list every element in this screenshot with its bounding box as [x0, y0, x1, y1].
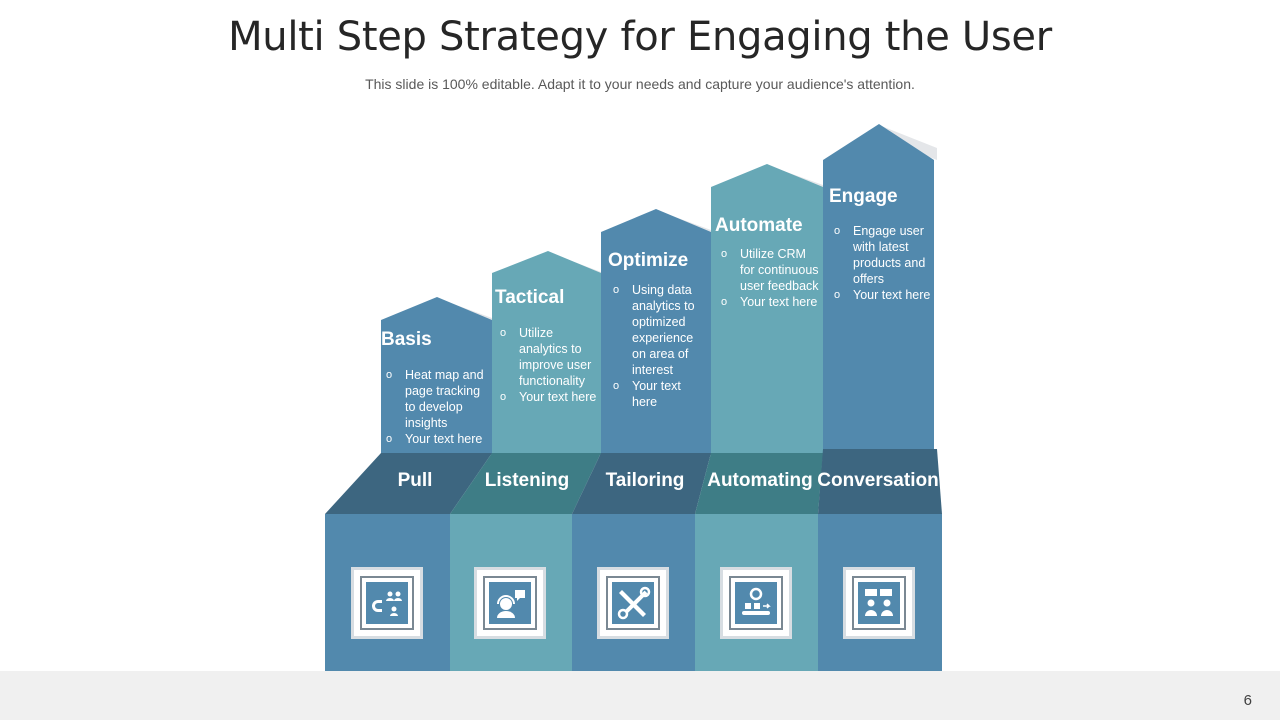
step-column-automate: [711, 164, 823, 455]
page-number: 6: [1243, 692, 1252, 709]
step-column-tactical: [492, 251, 601, 455]
step-column-engage: [823, 124, 934, 455]
icon-frame-listening: [474, 567, 546, 639]
step-title-basis: Basis: [381, 329, 432, 350]
step-title-tactical: Tactical: [495, 287, 565, 308]
pencil-wrench-icon: [612, 582, 654, 624]
step-column-basis: [381, 297, 492, 455]
band-conversation: [818, 449, 942, 514]
band-listening: [450, 453, 601, 514]
icon-frame-automating: [720, 567, 792, 639]
step-title-automate: Automate: [715, 215, 803, 236]
step-title-optimize: Optimize: [608, 250, 689, 271]
magnet-users-icon: [366, 582, 408, 624]
band-label-pull: Pull: [397, 470, 433, 491]
step-title-engage: Engage: [829, 186, 898, 207]
band-label-automating: Automating: [707, 470, 813, 491]
band-tailoring: [572, 453, 711, 514]
icon-frame-pull: [351, 567, 423, 639]
slide-subtitle: This slide is 100% editable. Adapt it to…: [365, 76, 915, 92]
headset-support-icon: [489, 582, 531, 624]
band-label-conversation: Conversation: [817, 470, 939, 491]
band-label-listening: Listening: [484, 470, 570, 491]
band-pull: [325, 453, 492, 514]
step-column-optimize: [601, 209, 711, 455]
icon-frame-tailoring: [597, 567, 669, 639]
slide-title: Multi Step Strategy for Engaging the Use…: [228, 14, 1052, 60]
band-label-tailoring: Tailoring: [605, 470, 685, 491]
people-chat-icon: [858, 582, 900, 624]
icon-frame-conversation: [843, 567, 915, 639]
conveyor-gear-icon: [735, 582, 777, 624]
band-automating: [695, 453, 823, 514]
footer-bar: [0, 671, 1280, 720]
